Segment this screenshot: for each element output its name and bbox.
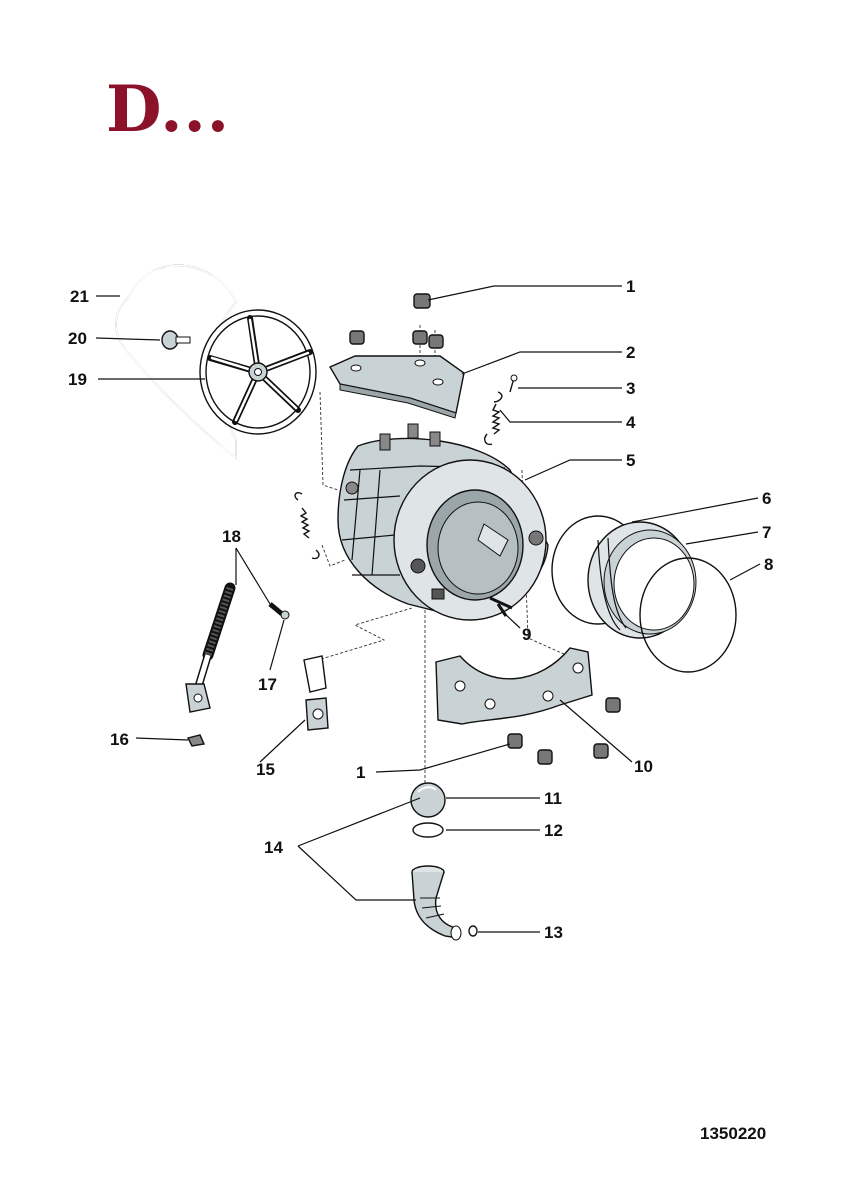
callout-4: 4 xyxy=(626,413,636,432)
callout-3: 3 xyxy=(626,379,635,398)
callout-19: 19 xyxy=(68,370,87,389)
callout-10: 10 xyxy=(634,757,653,776)
callout-13: 13 xyxy=(544,923,563,942)
callout-20: 20 xyxy=(68,329,87,348)
callout-18: 18 xyxy=(222,527,241,546)
callout-21: 21 xyxy=(70,287,89,306)
o-ring xyxy=(468,925,478,937)
callout-17: 17 xyxy=(258,675,277,694)
callout-16: 16 xyxy=(110,730,129,749)
door-gasket-assembly xyxy=(551,515,737,673)
shock-absorber xyxy=(185,582,236,713)
callout-15: 15 xyxy=(256,760,275,779)
lower-counterweight-bracket xyxy=(435,647,593,725)
absorber-bolt xyxy=(268,602,290,620)
washing-tub xyxy=(337,423,549,621)
drain-hose xyxy=(411,865,462,941)
document-number: 1350220 xyxy=(700,1124,767,1143)
callout-5: 5 xyxy=(626,451,635,470)
callout-8: 8 xyxy=(764,555,773,574)
callout-14: 14 xyxy=(264,838,283,857)
nuts-bottom xyxy=(507,697,621,765)
leader-lines xyxy=(95,285,761,933)
suspension-spring-right xyxy=(484,391,503,446)
callout-7: 7 xyxy=(762,523,771,542)
callout-2: 2 xyxy=(626,343,635,362)
valve-ball xyxy=(410,782,446,818)
callout-labels: 1 2 3 4 5 6 7 8 9 10 1 11 12 13 14 15 16… xyxy=(68,277,773,942)
callout-11: 11 xyxy=(544,789,562,808)
callout-1-bottom: 1 xyxy=(356,763,365,782)
upper-counterweight-bracket xyxy=(328,355,465,419)
callout-12: 12 xyxy=(544,821,563,840)
suspension-spring-left xyxy=(294,491,320,560)
heater-bracket xyxy=(303,655,329,731)
hose-clamp xyxy=(412,822,444,838)
spring-hook xyxy=(509,374,518,393)
callout-6: 6 xyxy=(762,489,771,508)
drum-pulley xyxy=(199,309,317,435)
pulley-bolt xyxy=(161,330,191,350)
callout-1-top: 1 xyxy=(626,277,635,296)
callout-9: 9 xyxy=(522,625,531,644)
nuts-top xyxy=(349,293,444,349)
tub-screw xyxy=(496,603,508,617)
mounting-clip xyxy=(186,734,206,747)
page-title: D... xyxy=(106,72,231,147)
